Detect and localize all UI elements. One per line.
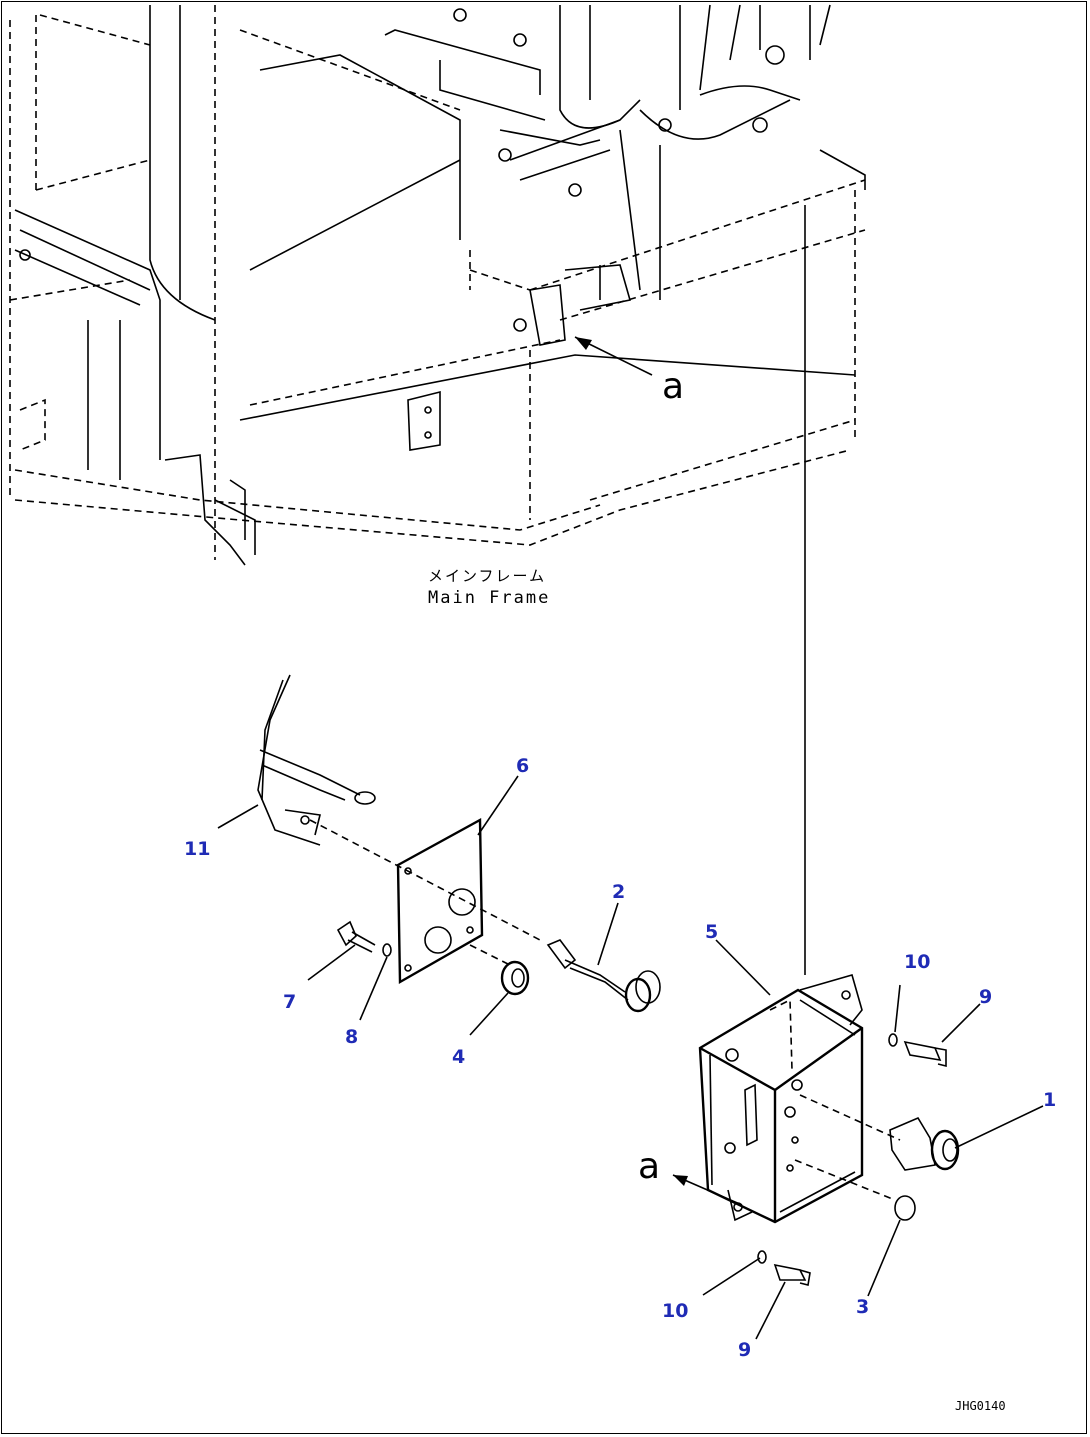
grommet-4 — [500, 960, 530, 996]
callout-11: 11 — [184, 838, 210, 860]
washer-10-lower — [757, 1250, 767, 1264]
main-frame-drawing — [9, 4, 866, 975]
bolt-9-lower — [773, 1263, 811, 1286]
callout-4: 4 — [452, 1046, 465, 1068]
view-letter-lower: a — [638, 1146, 660, 1187]
leader-lines — [217, 775, 1044, 1340]
callout-5: 5 — [705, 921, 718, 943]
callout-8: 8 — [345, 1026, 358, 1048]
alignment-line — [309, 819, 541, 941]
callout-9-lower: 9 — [738, 1339, 751, 1361]
bolt-9-upper — [903, 1040, 947, 1068]
main-frame-label-jp: メインフレーム — [428, 567, 546, 585]
harness-clip-assembly — [257, 674, 376, 846]
callout-10-upper: 10 — [904, 951, 930, 973]
callout-1: 1 — [1043, 1089, 1056, 1111]
callout-10-lower: 10 — [662, 1300, 688, 1322]
callout-2: 2 — [612, 881, 625, 903]
main-frame-label-en: Main Frame — [428, 588, 550, 608]
view-letter-upper: a — [662, 366, 684, 407]
bolt-7 — [336, 920, 376, 953]
lamp-socket-2 — [546, 939, 661, 1013]
washer-10-upper — [888, 1033, 898, 1047]
drawing-code: JHG0140 — [955, 1399, 1006, 1413]
alignment-line-2 — [469, 944, 511, 966]
callout-9-upper: 9 — [979, 986, 992, 1008]
callout-6: 6 — [516, 755, 529, 777]
mounting-plate — [396, 817, 484, 985]
washer-8 — [382, 943, 392, 957]
callout-7: 7 — [283, 991, 296, 1013]
connector-1 — [889, 1116, 960, 1171]
plug-3 — [894, 1195, 916, 1221]
lamp-box — [698, 974, 901, 1224]
callout-3: 3 — [856, 1296, 869, 1318]
